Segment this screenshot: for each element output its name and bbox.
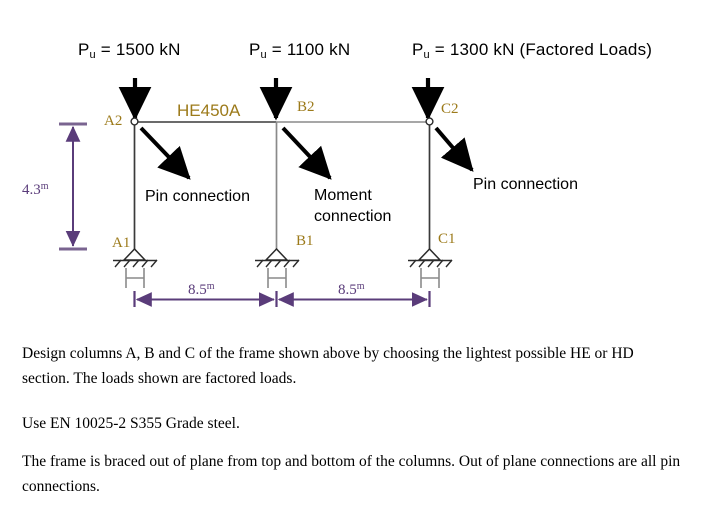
dimension-spans xyxy=(133,291,431,307)
dimension-label-span-right: 8.5m xyxy=(338,281,365,298)
support-c1 xyxy=(408,247,453,288)
node-label-c2: C2 xyxy=(441,101,459,117)
problem-paragraph-1: Design columns A, B and C of the frame s… xyxy=(22,345,634,387)
annotation-pin-connection-left: Pin connection xyxy=(145,188,250,205)
annotation-moment-line1: Moment xyxy=(314,187,372,204)
annotation-moment-line2: connection xyxy=(314,208,392,225)
load-label-b: Pu = 1100 kN xyxy=(249,40,351,61)
dimension-height xyxy=(59,122,87,251)
section-symbol-a xyxy=(125,268,145,288)
node-label-b2: B2 xyxy=(297,99,315,115)
section-symbol-b xyxy=(267,268,287,288)
node-label-b1: B1 xyxy=(296,233,314,249)
load-labels-row: Pu = 1500 kN Pu = 1100 kN Pu = 1300 kN (… xyxy=(0,40,718,70)
frame-diagram xyxy=(59,78,474,307)
section-symbol-c xyxy=(420,268,440,288)
node-label-c1: C1 xyxy=(438,231,456,247)
dimension-label-height: 4.3m xyxy=(22,181,49,198)
problem-paragraph-2: Use EN 10025-2 S355 Grade steel. xyxy=(22,415,240,432)
dimension-label-span-left: 8.5m xyxy=(188,281,215,298)
support-a1 xyxy=(113,247,158,288)
pin-joint-c2-icon xyxy=(425,117,434,126)
beam-section-label: HE450A xyxy=(177,101,241,120)
node-label-a2: A2 xyxy=(104,113,123,129)
annotation-moment-connection: Moment connection xyxy=(314,185,391,227)
pin-joint-a2-icon xyxy=(130,117,139,126)
leader-arrow-pin-left xyxy=(139,126,191,180)
support-b1 xyxy=(255,247,300,288)
leader-arrow-moment xyxy=(281,126,332,180)
annotation-pin-connection-right: Pin connection xyxy=(473,176,578,193)
problem-paragraph-3: The frame is braced out of plane from to… xyxy=(22,453,681,495)
load-label-a: Pu = 1500 kN xyxy=(78,40,181,61)
load-label-c: Pu = 1300 kN (Factored Loads) xyxy=(412,40,653,61)
node-label-a1: A1 xyxy=(112,235,131,251)
leader-arrow-pin-right xyxy=(434,126,474,172)
